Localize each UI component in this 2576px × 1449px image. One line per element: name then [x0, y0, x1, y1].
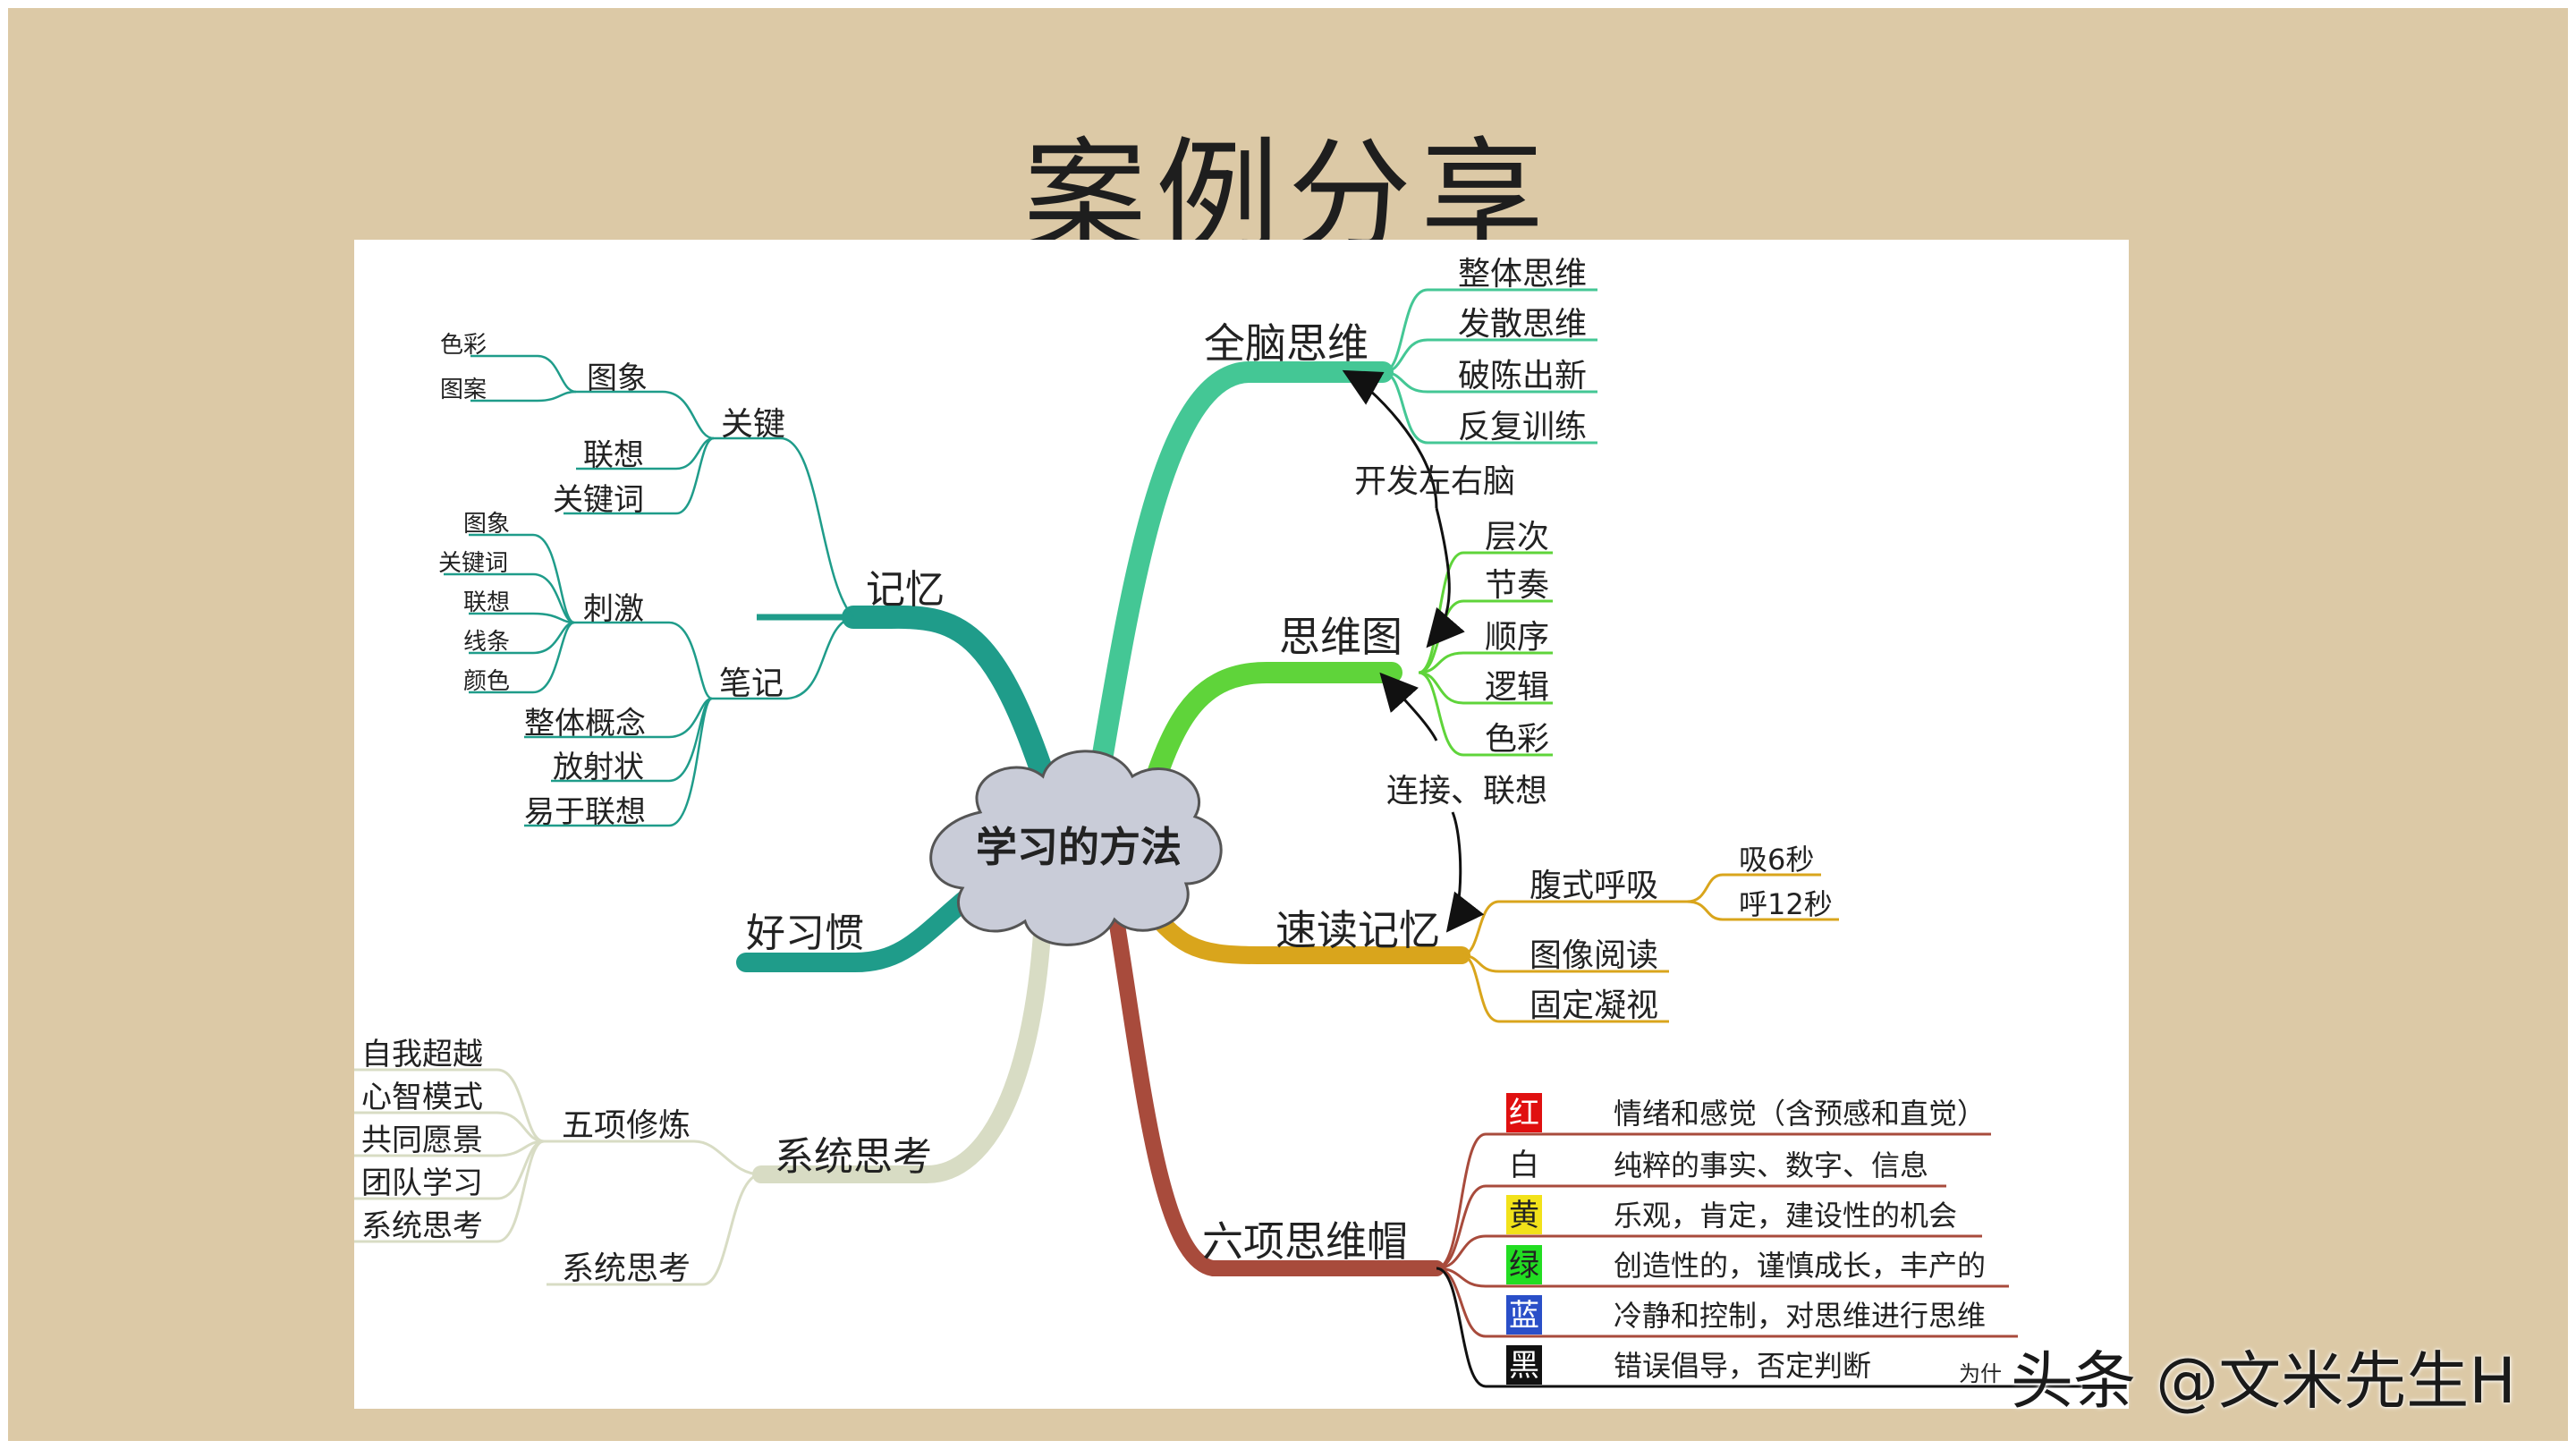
node-breath-in: 吸6秒 [1739, 843, 1814, 877]
hat-char-2: 黄 [1509, 1198, 1539, 1233]
node-notes-easy: 易于联想 [524, 794, 646, 830]
node-five-5: 系统思考 [361, 1208, 483, 1244]
node-stimulus: 刺激 [583, 591, 644, 627]
hats-rows: 红 情绪和感觉（含预感和直觉） 白 纯粹的事实、数字、信息黄 乐观，肯定，建设性的机会绿… [1506, 1093, 1986, 1385]
node-key-keyword: 关键词 [553, 482, 644, 518]
hat-text-4: 冷静和控制，对思维进行思维 [1614, 1299, 1986, 1333]
node-mm-3: 顺序 [1485, 619, 1549, 656]
node-mm-4: 逻辑 [1485, 669, 1549, 706]
node-wb-2: 发散思维 [1458, 306, 1587, 343]
node-systems: 系统思考 [775, 1134, 932, 1180]
node-habit: 好习惯 [746, 911, 864, 956]
node-notes: 笔记 [719, 665, 784, 702]
node-stim-keyword: 关键词 [438, 550, 508, 577]
hat-char-3: 绿 [1509, 1248, 1539, 1284]
node-key-assoc: 联想 [583, 437, 644, 473]
hat-swatch-1 [1506, 1145, 1542, 1184]
branch-whole-brain [1082, 361, 1394, 823]
hat-text-5: 错误倡导，否定判断 [1614, 1349, 1871, 1383]
hat-swatch-0 [1506, 1093, 1542, 1132]
hats-trailing-text: 为什 [1959, 1361, 2002, 1386]
node-whole-brain: 全脑思维 [1204, 319, 1368, 368]
mind-map-image: 学习的方法 记忆 关键 图象 色彩 图案 联想 关键词 笔记 刺激 图象 关键词… [354, 240, 2129, 1409]
arrow-develop-brain [1342, 369, 1438, 509]
systems-subtree [354, 1068, 762, 1286]
node-wb-3: 破陈出新 [1458, 358, 1587, 394]
node-stim-line: 线条 [463, 629, 510, 656]
node-five-2: 心智模式 [361, 1080, 483, 1115]
node-five-4: 团队学习 [361, 1165, 483, 1201]
node-five-1: 自我超越 [361, 1037, 483, 1072]
node-key-image-color: 色彩 [440, 332, 487, 359]
node-notes-whole: 整体概念 [524, 706, 646, 741]
node-key-image: 图象 [587, 360, 648, 396]
hat-text-2: 乐观，肯定，建设性的机会 [1614, 1199, 1957, 1233]
hat-swatch-4 [1506, 1295, 1542, 1335]
hats-subtree [1436, 1132, 2107, 1388]
hat-text-1: 纯粹的事实、数字、信息 [1614, 1148, 1928, 1182]
arrow-label-connect: 连接、联想 [1386, 773, 1547, 809]
arrow-label-develop: 开发左右脑 [1354, 463, 1515, 500]
hat-char-1: 白 [1509, 1148, 1539, 1183]
node-key-image-pattern: 图案 [440, 377, 487, 403]
node-speed: 速读记忆 [1275, 906, 1440, 954]
whole-brain-subtree [1382, 288, 1597, 445]
node-memory: 记忆 [866, 567, 945, 613]
node-notes-radial: 放射状 [553, 750, 644, 785]
node-speed-2: 固定凝视 [1530, 987, 1658, 1024]
node-breath-out: 呼12秒 [1739, 887, 1833, 921]
node-speed-1: 图像阅读 [1530, 937, 1658, 974]
hat-char-4: 蓝 [1509, 1298, 1539, 1334]
node-key: 关键 [721, 406, 785, 443]
node-five: 五项修炼 [562, 1107, 691, 1144]
node-mm-1: 层次 [1485, 519, 1549, 555]
hat-char-0: 红 [1509, 1096, 1539, 1131]
hat-text-0: 情绪和感觉（含预感和直觉） [1614, 1097, 1986, 1131]
node-five-3: 共同愿景 [361, 1123, 483, 1158]
branch-memory [842, 605, 1063, 813]
hat-swatch-2 [1506, 1195, 1542, 1234]
hat-text-3: 创造性的，谨慎成长，丰产的 [1614, 1249, 1986, 1283]
watermark: 头条 @文米先生H [2011, 1344, 2516, 1418]
arrow-connect [1379, 672, 1438, 741]
center-cloud [929, 750, 1223, 946]
hat-char-5: 黑 [1509, 1348, 1539, 1384]
node-wb-1: 整体思维 [1458, 256, 1587, 292]
node-mm-2: 节奏 [1485, 567, 1549, 604]
hat-swatch-3 [1506, 1245, 1542, 1284]
node-mindmap: 思维图 [1279, 613, 1402, 661]
memory-subtree [444, 354, 854, 827]
node-mm-5: 色彩 [1485, 721, 1549, 758]
node-stim-color: 颜色 [463, 668, 510, 695]
node-breath: 腹式呼吸 [1530, 868, 1658, 904]
speed-subtree [1461, 873, 1839, 1023]
hat-swatch-5 [1506, 1345, 1542, 1385]
branch-hats [1108, 911, 1445, 1276]
node-hats: 六项思维帽 [1202, 1217, 1408, 1266]
center-topic: 学习的方法 [976, 823, 1182, 871]
node-stim-image: 图象 [463, 511, 510, 538]
branch-systems [752, 911, 1052, 1183]
node-sys: 系统思考 [562, 1250, 691, 1287]
node-wb-4: 反复训练 [1458, 409, 1587, 445]
node-stim-assoc: 联想 [463, 589, 510, 616]
